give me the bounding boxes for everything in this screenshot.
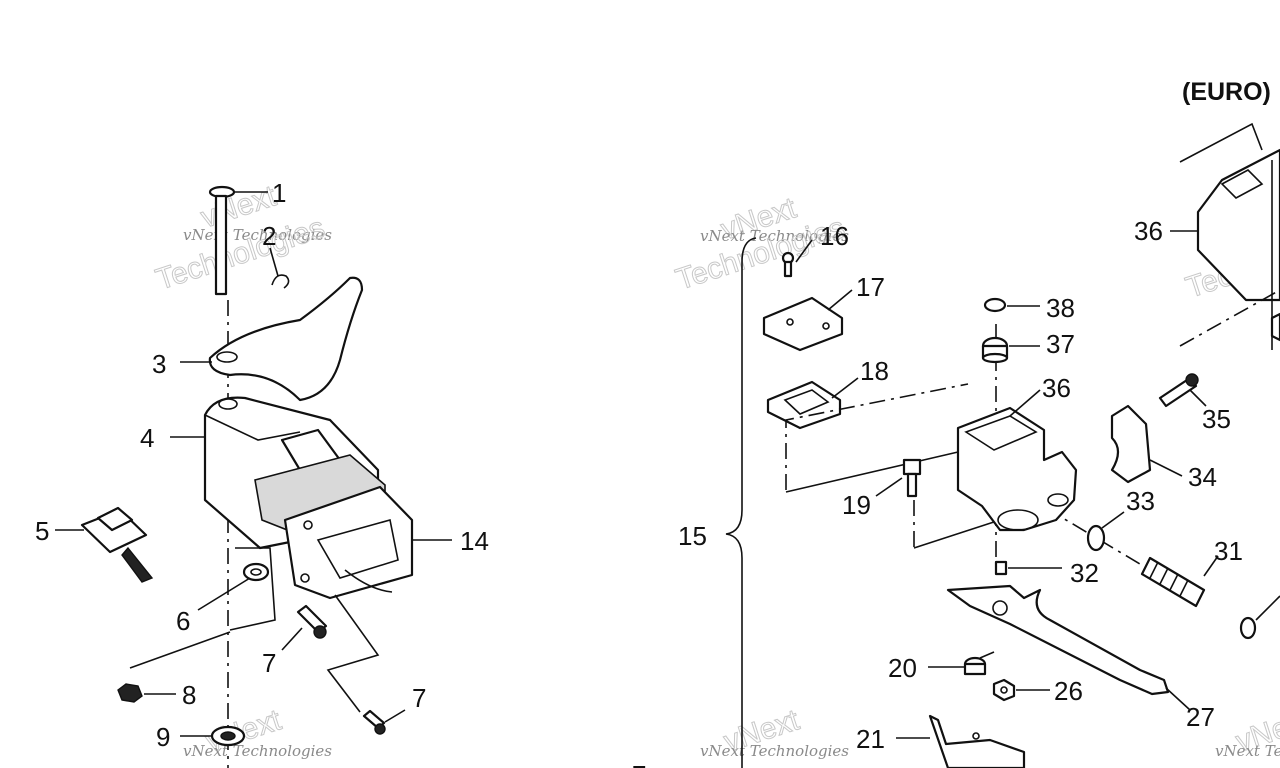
callout-16: 16	[820, 221, 849, 251]
callout-5: 5	[35, 516, 49, 546]
guide-right-2	[785, 451, 959, 493]
watermark-bottom-center: vNext vNext Technologies	[700, 703, 849, 760]
part-16-screw	[781, 251, 795, 278]
part-35-screw	[1158, 373, 1199, 408]
part-1-pin	[208, 185, 236, 296]
callout-7-lower: 7	[412, 683, 426, 713]
part-3-bracket	[208, 276, 364, 402]
part-32-pivot	[994, 560, 1008, 576]
leader-6	[197, 577, 251, 611]
callout-36-center: 36	[1042, 373, 1071, 403]
callout-38: 38	[1046, 293, 1075, 323]
callout-20: 20	[888, 653, 917, 683]
callout-32: 32	[1070, 558, 1099, 588]
leader-right-edge	[1255, 595, 1280, 621]
svg-text:vNext Technologies: vNext Technologies	[183, 742, 332, 760]
part-36-master-cylinder	[956, 406, 1078, 532]
leader-7-lower	[384, 709, 406, 723]
guide-right-1	[785, 383, 969, 490]
part-27-lever	[946, 584, 1170, 696]
callout-18: 18	[860, 356, 889, 386]
leader-18	[831, 377, 859, 399]
part-26-nut	[992, 678, 1016, 702]
callout-2: 2	[262, 221, 276, 251]
svg-text:vNext Technologies: vNext Technologies	[700, 742, 849, 760]
callout-26: 26	[1054, 676, 1083, 706]
part-6-washer	[242, 562, 270, 582]
callout-21: 21	[856, 724, 885, 754]
svg-text:vNext Technologies: vNext Technologies	[1215, 742, 1280, 760]
callout-27: 27	[1186, 702, 1215, 732]
part-7-screw-lower	[362, 709, 386, 735]
callout-33: 33	[1126, 486, 1155, 516]
part-2-clip	[269, 247, 290, 289]
leader-19	[875, 477, 903, 497]
part-38-washer	[983, 297, 1007, 313]
leader-17	[827, 289, 853, 311]
part-7-screw-upper	[296, 604, 328, 639]
leader-27	[1165, 687, 1191, 711]
leader-34	[1149, 459, 1183, 477]
leader-16	[795, 239, 813, 263]
callout-7-upper: 7	[262, 648, 276, 678]
part-36-euro-variant	[1179, 122, 1280, 350]
callout-35: 35	[1202, 404, 1231, 434]
watermark-bottom-right: vNext vNext Technologies	[1215, 703, 1280, 760]
part-8-nut	[117, 683, 143, 703]
callout-34: 34	[1188, 462, 1217, 492]
guide-right-4	[1045, 507, 1151, 571]
callout-36-euro: 36	[1134, 216, 1163, 246]
watermark-bottom-left: vNext vNext Technologies	[183, 703, 332, 760]
callout-1: 1	[272, 178, 286, 208]
guide-right-3	[913, 519, 1001, 549]
callout-15: 15	[678, 521, 707, 551]
part-18-diaphragm	[766, 380, 842, 430]
part-washer-right-edge	[1239, 616, 1257, 640]
leader-36-center	[1009, 389, 1041, 417]
part-31-spring	[1140, 556, 1206, 608]
callout-4: 4	[140, 423, 154, 453]
callout-31: 31	[1214, 536, 1243, 566]
guide-left-2	[129, 631, 231, 669]
part-17-cap	[762, 296, 844, 352]
part-19-bolt	[902, 458, 922, 498]
watermark-top-left: vNext vNext Technologies Technologies	[151, 179, 332, 297]
callout-17: 17	[856, 272, 885, 302]
part-5-switch	[80, 506, 154, 583]
callout-9: 9	[156, 722, 170, 752]
leader-7-upper	[281, 627, 303, 651]
callout-6: 6	[176, 606, 190, 636]
callout-14: 14	[460, 526, 489, 556]
guide-left-3	[326, 594, 380, 713]
part-9-grommet	[210, 725, 246, 747]
callout-3: 3	[152, 349, 166, 379]
part-21-bracket	[928, 714, 1026, 768]
euro-heading: (EURO)	[1182, 78, 1271, 106]
callout-19: 19	[842, 490, 871, 520]
callout-8: 8	[182, 680, 196, 710]
part-14-cover	[254, 454, 414, 600]
leader-33	[1101, 511, 1125, 529]
callout-partial-bottom: 7	[632, 760, 646, 768]
brace-15	[725, 237, 757, 768]
part-34-clamp	[1110, 404, 1152, 484]
callout-37: 37	[1046, 329, 1075, 359]
part-37-bushing	[981, 336, 1009, 364]
leader-35	[1189, 389, 1207, 407]
part-20-spring	[963, 651, 995, 676]
svg-text:Technologies: Technologies	[152, 211, 329, 297]
leader-31	[1203, 555, 1219, 577]
guide-left-1	[229, 547, 276, 631]
part-33-washer	[1086, 524, 1106, 552]
